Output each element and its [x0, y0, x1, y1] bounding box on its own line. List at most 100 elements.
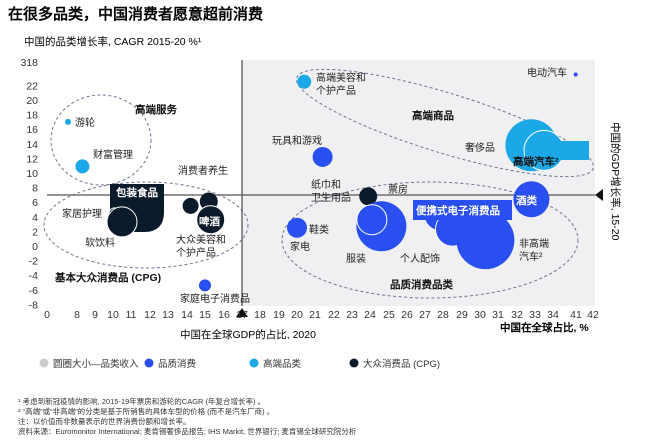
page-title: 在很多品类，中国消费者愿意超前消费 — [8, 5, 263, 23]
y-tick-label: 14 — [26, 139, 38, 151]
y-tick-label: -4 — [29, 270, 38, 282]
x-tick-label: 23 — [346, 309, 358, 321]
bubble — [356, 204, 388, 236]
point-label: 消费者养生 — [178, 164, 228, 177]
point-label: 高端美容和个护产品 — [316, 71, 366, 97]
bubble — [573, 72, 578, 77]
x-tick-label: 15 — [199, 309, 211, 321]
y-tick-label: 6 — [32, 197, 38, 209]
y-tick-label: 8 — [32, 183, 38, 195]
point-label: 酒类 — [516, 194, 537, 207]
x-tick-label: 14 — [181, 309, 193, 321]
footnote: 资料来源：Euromonitor International; 麦肯锡奢侈品报告… — [18, 426, 357, 436]
point-label: 包装食品 — [116, 186, 158, 199]
x-tick-label: 29 — [456, 309, 468, 321]
x-tick-label: 28 — [437, 309, 449, 321]
x-tick-label: 19 — [273, 309, 285, 321]
point-label: 家电 — [290, 240, 310, 253]
point-label: 纸巾和卫生用品 — [311, 178, 351, 204]
gdp-growth-marker-icon — [595, 189, 603, 201]
point-label: 软饮料 — [85, 236, 115, 249]
legend-label: 高端品类 — [263, 358, 302, 370]
y-tick-label: -6 — [29, 285, 38, 297]
point-label: 鞋类 — [309, 223, 329, 236]
point-label: 玩具和游戏 — [272, 134, 322, 147]
group-label-premium-services: 高端服务 — [135, 103, 177, 116]
x-tick-label: 21 — [309, 309, 321, 321]
bubble — [287, 217, 307, 238]
y-tick-label: -8 — [29, 299, 38, 311]
x-tick-label: 41 — [570, 309, 582, 321]
point-label: 家居护理 — [62, 207, 102, 220]
x-axis-label: 中国在全球占比, % — [500, 321, 589, 334]
group-label-premium-goods: 高端商品 — [412, 109, 454, 122]
x-tick-label: 8 — [74, 309, 80, 321]
quality-group — [281, 181, 579, 299]
footnote: ¹ 考虑到新冠疫情的影响, 2015-19年票房和游轮的CAGR (年复合增长率… — [18, 396, 265, 406]
bubble — [199, 279, 211, 292]
x-tick-label: 30 — [474, 309, 486, 321]
group-label-cpg: 基本大众消费品 (CPG) — [54, 271, 161, 284]
point-label: 奢侈品 — [465, 141, 495, 154]
point-label: 游轮 — [75, 116, 95, 129]
x-tick-label: 27 — [419, 309, 431, 321]
point-label-container: 非高端汽车² — [519, 239, 549, 263]
legend-swatch — [144, 358, 154, 368]
x-tick-label: 26 — [401, 309, 413, 321]
y-tick-label: 4 — [32, 212, 38, 224]
point-label: 票房 — [388, 183, 408, 196]
x-tick-label: 17 — [236, 309, 248, 321]
point-label: 电动汽车 — [527, 66, 567, 79]
y-tick-label: 22 — [26, 80, 38, 92]
bubble — [196, 205, 226, 235]
legend-swatch — [249, 358, 259, 368]
legend-label: 圆圈大小—品类收入 — [53, 358, 139, 370]
legend-swatch — [349, 358, 359, 368]
y-tick-label: 20 — [26, 95, 38, 107]
x-tick-label: 24 — [364, 309, 376, 321]
x-tick-label: 12 — [144, 309, 156, 321]
x-tick-label: 25 — [383, 309, 395, 321]
y-tick-label: -2 — [29, 256, 38, 268]
bubble — [297, 74, 312, 89]
legend-swatch — [39, 358, 49, 368]
x-tick-label: 9 — [92, 309, 98, 321]
premium-services-group — [50, 94, 152, 186]
point-label: 大众美容和个护产品 — [176, 233, 226, 259]
bubble — [182, 197, 199, 214]
portable-electronics-label-bg — [413, 200, 512, 220]
legend-label: 大众消费品 (CPG) — [363, 358, 440, 370]
x-tick-label: 20 — [291, 309, 303, 321]
point-label: 服装 — [346, 252, 366, 265]
point-label: 家庭电子消费品 — [180, 292, 250, 305]
chart-subtitle: 中国的品类增长率, CAGR 2015-20 %¹ — [24, 35, 202, 48]
y-tick-label: 2 — [32, 226, 38, 238]
premium-goods-group — [296, 68, 594, 178]
group-label-quality: 品质消费品类 — [390, 278, 453, 291]
x-tick-label: 16 — [218, 309, 230, 321]
point-label: 财富管理 — [93, 148, 133, 161]
x-axis-secondary-label: 中国在全球GDP的占比, 2020 — [180, 328, 316, 341]
y-axis-label: 中国的GDP增长率, 15-20 — [609, 122, 622, 241]
y-tick-label: 12 — [26, 153, 38, 165]
y-tick-label: 0 — [32, 241, 38, 253]
bubble — [106, 206, 138, 238]
bubble — [513, 181, 550, 218]
x-tick-label: 22 — [328, 309, 340, 321]
legend-label: 品质消费 — [158, 358, 196, 370]
bubble-premium-cars-extension — [560, 141, 589, 160]
x-tick-label: 34 — [547, 309, 559, 321]
point-label: 啤酒 — [199, 215, 220, 228]
bubble — [312, 146, 333, 167]
point-label: 便携式电子消费品 — [416, 204, 500, 217]
x-tick-label: 33 — [529, 309, 541, 321]
footnote: 注：以价值而非数量表示的世界消费份额和增长率。 — [18, 416, 191, 426]
bubble — [75, 159, 90, 174]
point-label: 个人配饰 — [400, 252, 440, 265]
y-tick-label: 318 — [20, 57, 38, 69]
x-tick-label: 11 — [126, 309, 137, 321]
x-tick-label: 13 — [162, 309, 174, 321]
x-tick-label: 42 — [587, 309, 599, 321]
point-label: 高端汽车² — [513, 155, 559, 168]
